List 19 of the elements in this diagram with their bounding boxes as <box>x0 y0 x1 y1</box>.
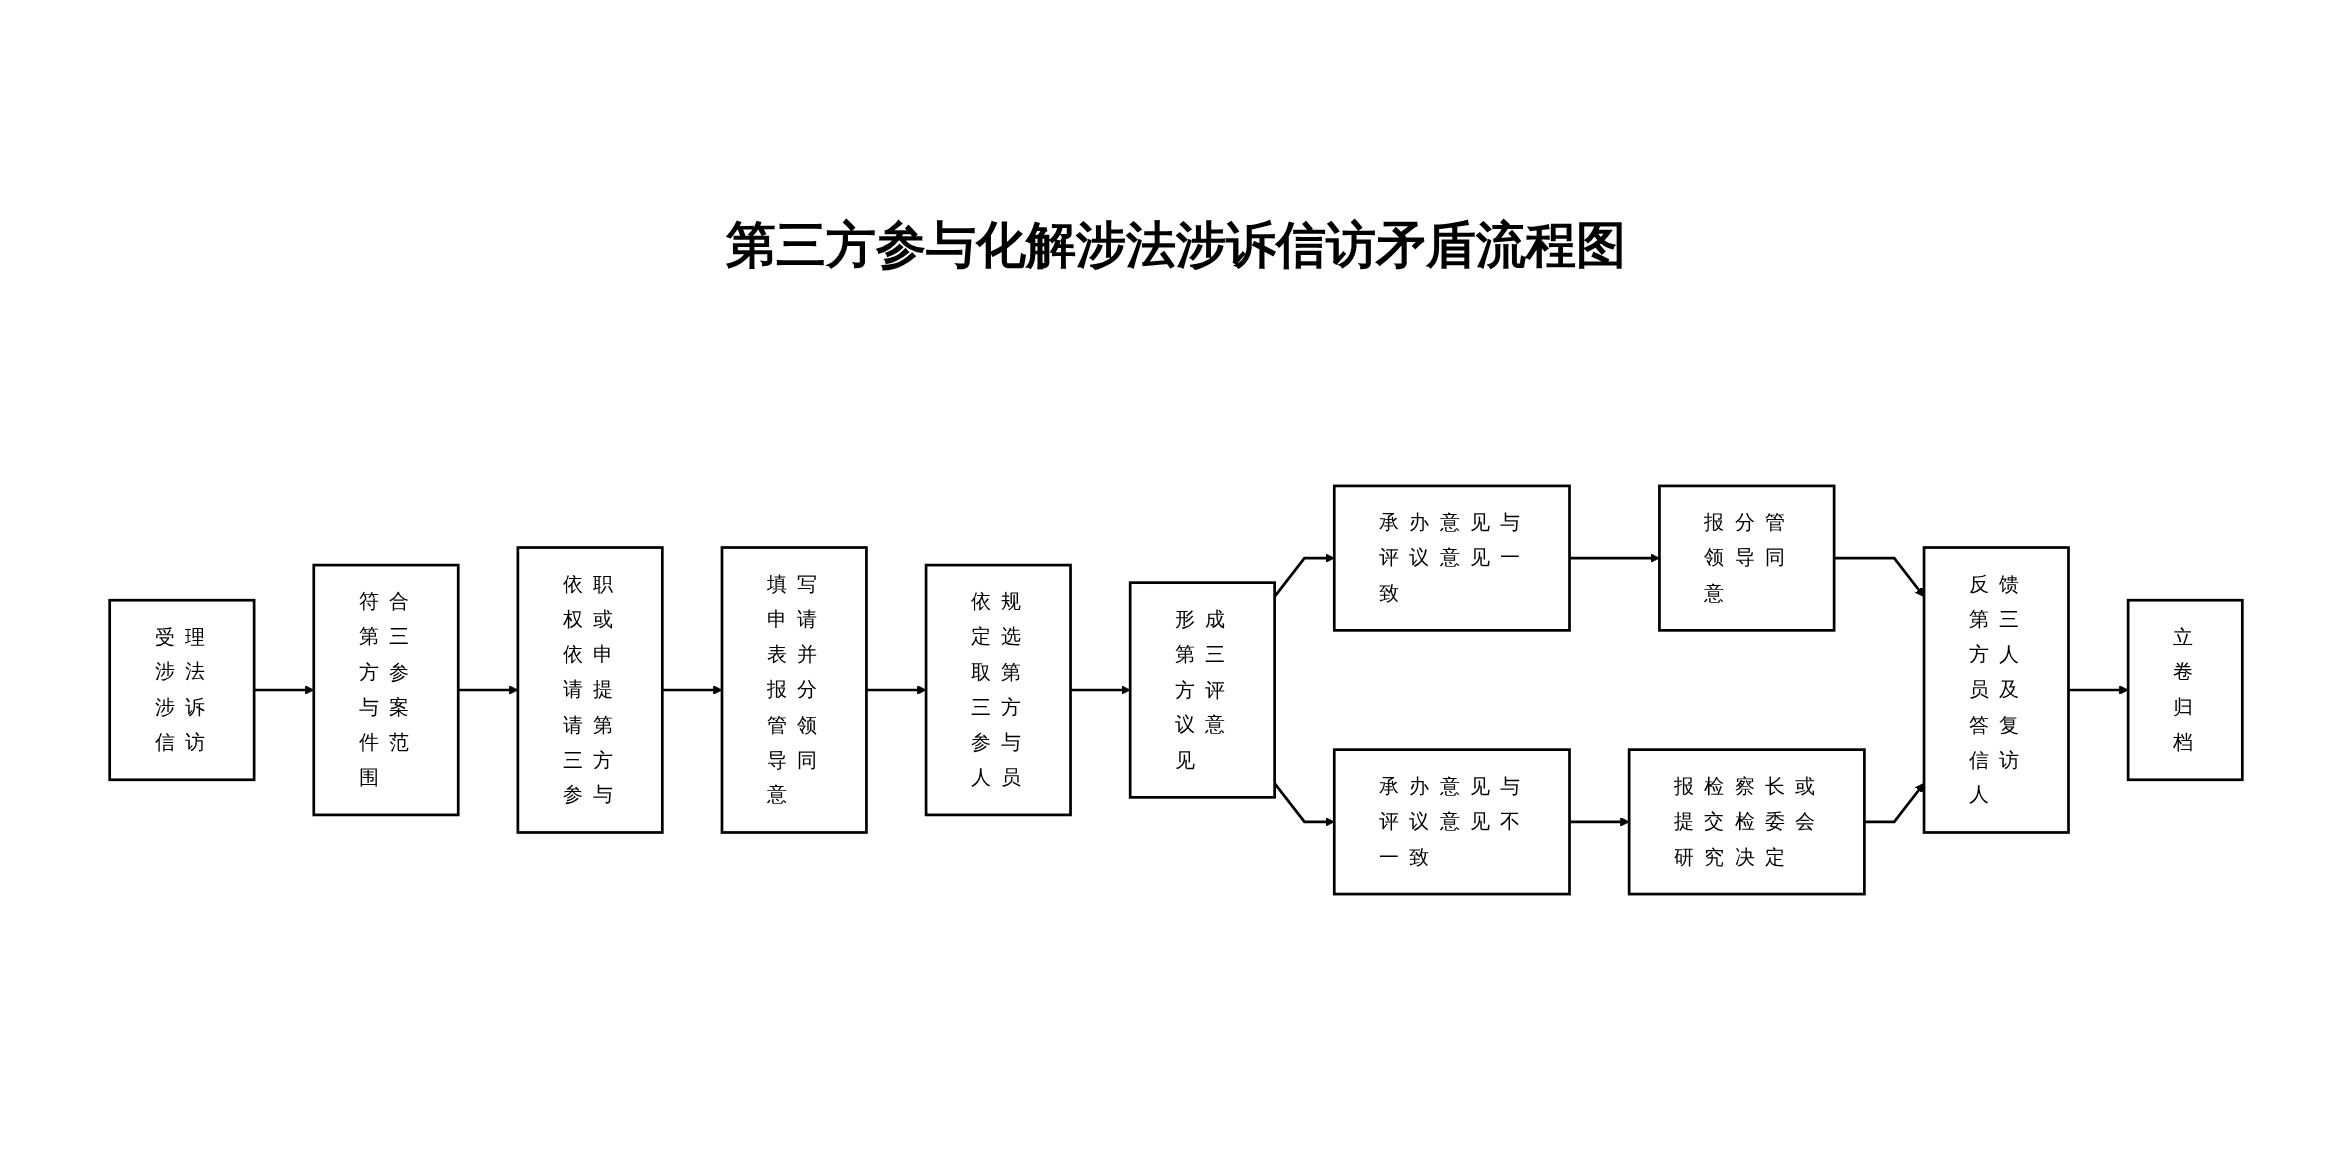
arrow <box>865 685 926 695</box>
node-box: 反馈第三方人员及答复信访人 <box>1922 546 2070 834</box>
arrow <box>1863 782 1924 824</box>
node-box: 依职权或依申请提请第三方参与 <box>516 546 664 834</box>
node-box: 符合第三方参与案件范围 <box>311 563 460 817</box>
node-box: 报检察长或提交检委会研究决定 <box>1627 748 1866 896</box>
arrow <box>1833 556 1924 598</box>
node-box: 立卷归档 <box>2126 598 2244 782</box>
diagram-title: 第三方参与化解涉法涉诉信访矛盾流程图 <box>725 216 1626 275</box>
arrow <box>253 685 314 695</box>
node-box: 依规定选取第三方参与人员 <box>924 563 1072 817</box>
node-box: 承办意见与评议意见一致 <box>1332 484 1571 632</box>
arrow <box>661 685 722 695</box>
node-box: 受理涉法涉诉信访 <box>107 598 255 782</box>
node-box: 形成第三方评议意见 <box>1128 581 1276 799</box>
arrow <box>457 685 518 695</box>
node-box: 承办意见与评议意见不一致 <box>1332 748 1571 896</box>
node-box: 填写申请表并报分管领导同意 <box>720 546 868 834</box>
node-box: 报分管领导同意 <box>1657 484 1835 632</box>
